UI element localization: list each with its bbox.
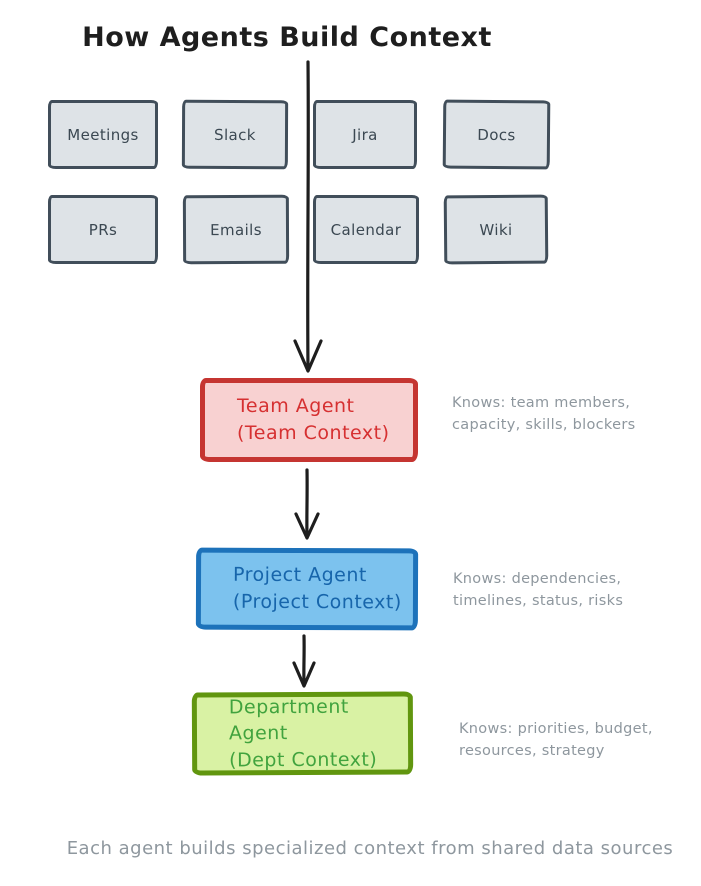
- team-agent-note: Knows: team members, capacity, skills, b…: [452, 393, 635, 437]
- source-label: PRs: [88, 220, 118, 239]
- source-label: Docs: [477, 125, 516, 144]
- note-line: Knows: priorities, budget,: [459, 721, 653, 737]
- project-agent-box: Project Agent (Project Context): [195, 547, 419, 631]
- source-box-calendar: Calendar: [313, 195, 419, 264]
- source-box-jira: Jira: [313, 100, 417, 169]
- note-line: Knows: dependencies,: [453, 571, 622, 587]
- team-agent-box: Team Agent (Team Context): [200, 378, 418, 462]
- source-box-wiki: Wiki: [443, 194, 549, 265]
- source-label: Slack: [214, 125, 256, 144]
- source-label: Jira: [352, 125, 378, 144]
- agent-context-label: (Team Context): [237, 422, 390, 444]
- source-box-emails: Emails: [182, 194, 290, 265]
- diagram-caption: Each agent builds specialized context fr…: [66, 838, 674, 859]
- source-label: Calendar: [330, 220, 402, 239]
- source-box-slack: Slack: [181, 99, 289, 170]
- source-label: Wiki: [479, 220, 513, 239]
- agent-name: Project Agent: [233, 564, 367, 587]
- note-line: resources, strategy: [459, 742, 605, 759]
- arrow-project-to-dept-agent-icon: [292, 634, 316, 688]
- agent-context-label: (Dept Context): [229, 748, 378, 772]
- note-line: Knows: team members,: [452, 395, 631, 411]
- department-agent-note: Knows: priorities, budget, resources, st…: [459, 719, 653, 763]
- source-box-docs: Docs: [442, 99, 551, 170]
- project-agent-note: Knows: dependencies, timelines, status, …: [453, 569, 623, 613]
- arrow-team-to-project-agent-icon: [294, 468, 320, 540]
- agent-name: Team Agent: [237, 395, 355, 418]
- agent-context-label: (Project Context): [232, 590, 402, 614]
- note-line: timelines, status, risks: [453, 592, 624, 609]
- source-label: Emails: [210, 220, 262, 239]
- diagram-title: How Agents Build Context: [82, 22, 492, 53]
- agent-name: Department Agent: [228, 695, 349, 745]
- source-label: Meetings: [67, 125, 139, 144]
- source-box-prs: PRs: [48, 195, 158, 264]
- note-line: capacity, skills, blockers: [452, 416, 636, 433]
- department-agent-box: Department Agent (Dept Context): [191, 691, 414, 776]
- source-box-meetings: Meetings: [48, 100, 158, 169]
